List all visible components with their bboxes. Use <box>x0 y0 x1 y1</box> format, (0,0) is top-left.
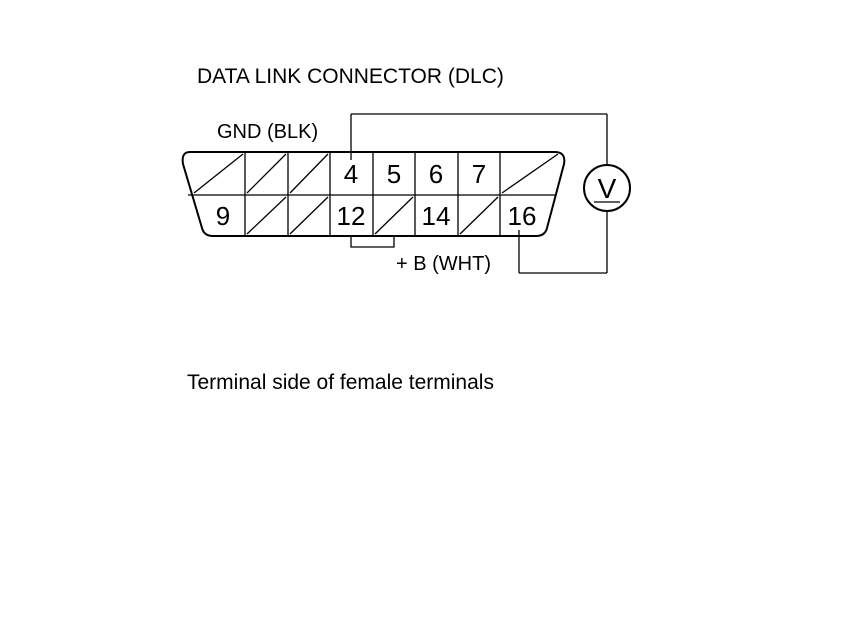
pin-16-label: 16 <box>508 201 537 231</box>
pin-9-label: 9 <box>216 201 230 231</box>
empty-cavity-marks <box>193 153 559 235</box>
diagram-caption: Terminal side of female terminals <box>187 371 494 394</box>
voltmeter-symbol: V <box>598 173 617 204</box>
connector-body <box>181 151 566 248</box>
pin-5-label: 5 <box>387 159 401 189</box>
diagram-title: DATA LINK CONNECTOR (DLC) <box>197 65 504 88</box>
voltmeter-icon: V <box>583 164 631 212</box>
ground-test-lead <box>350 113 608 165</box>
pin-12-label: 12 <box>337 201 366 231</box>
pin-6-label: 6 <box>429 159 443 189</box>
power-wire-label: + B (WHT) <box>396 253 491 275</box>
pin-7-label: 7 <box>472 159 486 189</box>
pin-14-label: 14 <box>422 201 451 231</box>
power-test-lead <box>518 211 608 274</box>
ground-wire-label: GND (BLK) <box>217 121 318 143</box>
pin-4-label: 4 <box>344 159 358 189</box>
